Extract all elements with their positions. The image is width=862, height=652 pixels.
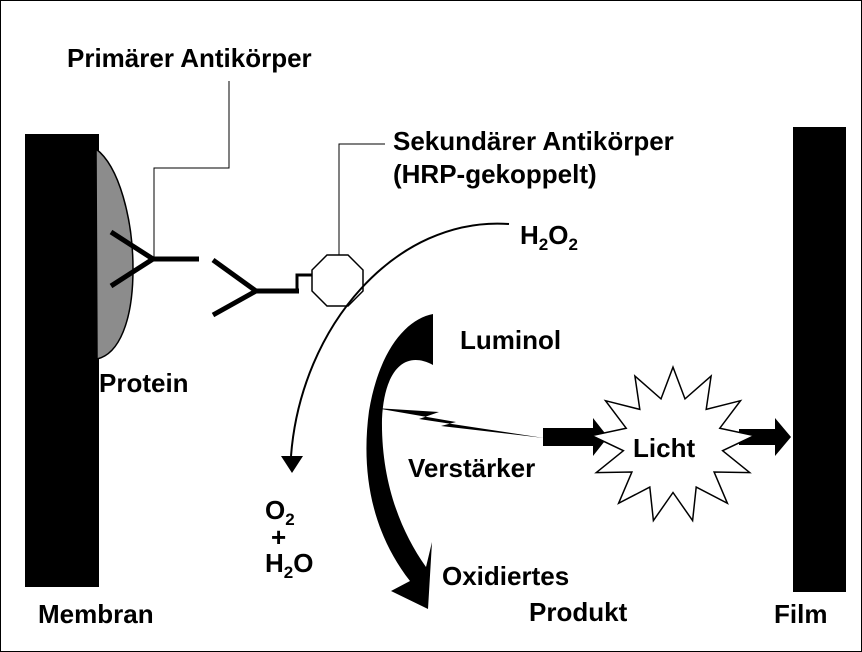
label-oxidized-product-line1: Oxidiertes bbox=[442, 561, 570, 591]
label-plus: + bbox=[271, 522, 287, 552]
label-amplifier: Verstärker bbox=[408, 453, 536, 483]
hrp-enzyme-octagon bbox=[311, 254, 364, 307]
secondary-antibody-shape bbox=[211, 257, 313, 318]
light-starburst bbox=[589, 364, 757, 523]
label-secondary-antibody-line2: (HRP-gekoppelt) bbox=[393, 159, 597, 189]
label-protein: Protein bbox=[99, 368, 189, 398]
label-h2o2: H2O2 bbox=[520, 220, 578, 254]
label-membrane: Membran bbox=[38, 599, 154, 629]
h2o2-reaction-arrowhead bbox=[281, 456, 303, 473]
label-o2: O2 bbox=[265, 495, 295, 529]
label-secondary-antibody-line1: Sekundärer Antikörper bbox=[393, 126, 674, 156]
label-oxidized-product-line2: Produkt bbox=[529, 597, 628, 627]
lightning-bolt bbox=[375, 408, 544, 438]
protein-blob bbox=[95, 147, 134, 360]
primary-antibody-shape bbox=[109, 229, 199, 289]
label-h2o: H2O bbox=[265, 548, 314, 582]
arrow-to-starburst bbox=[543, 418, 608, 456]
secondary-antibody-leader bbox=[338, 143, 385, 255]
primary-antibody-leader bbox=[153, 81, 230, 259]
luminol-oxidation-arrow bbox=[366, 314, 433, 609]
label-light: Licht bbox=[633, 433, 696, 463]
label-luminol: Luminol bbox=[460, 325, 562, 355]
label-primary-antibody: Primärer Antikörper bbox=[67, 43, 312, 73]
film-bar bbox=[793, 127, 846, 592]
h2o2-reaction-arrow bbox=[290, 222, 510, 457]
arrow-to-film bbox=[739, 418, 791, 456]
membrane-bar bbox=[25, 134, 99, 587]
label-film: Film bbox=[774, 599, 828, 629]
